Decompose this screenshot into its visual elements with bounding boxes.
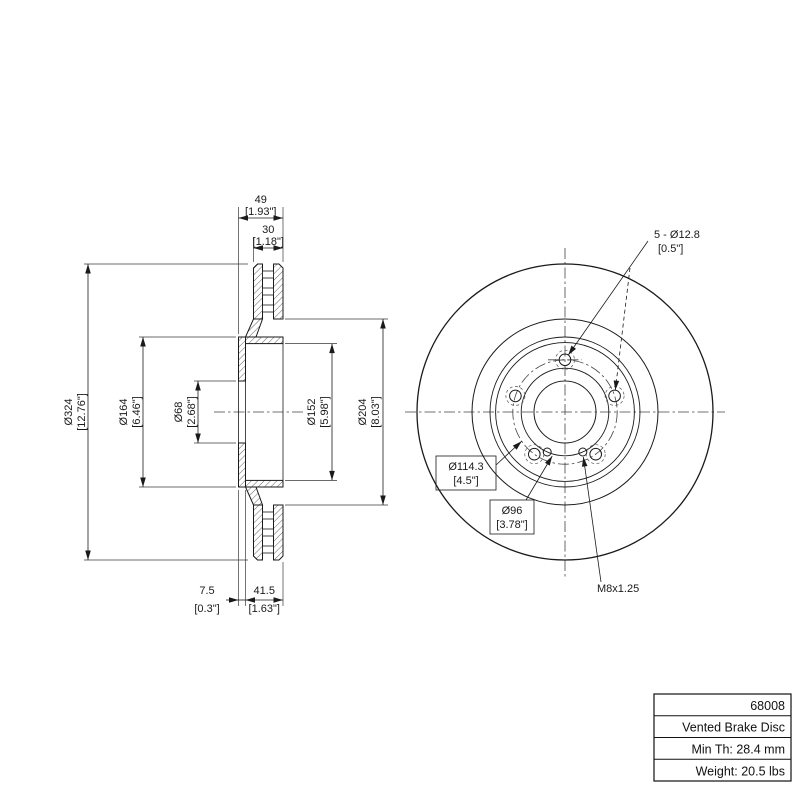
dim-friction-width: 30 [1.18"] [253, 224, 284, 251]
pilot-circle [520, 367, 610, 457]
dim-outer-diameter: Ø324 [12.76"] [63, 264, 91, 560]
dim-bore-diameter-value: Ø68 [173, 402, 185, 423]
label-thread-value: M8x1.25 [597, 583, 639, 595]
outer-diameter-circle [416, 263, 714, 561]
dim-hat-diameter: Ø164 [6.46"] [118, 337, 146, 487]
friction-inner-circle [471, 318, 659, 506]
bolt-circle [512, 359, 618, 465]
label-bolt-circle-inches: [4.5"] [453, 475, 478, 487]
dim-overall-width-value: 49 [255, 194, 267, 206]
dim-friction-inner-diameter: Ø204 [8.03"] [357, 319, 386, 505]
dim-hat-depth-value: 41.5 [254, 585, 275, 597]
friction-plate-left-bottom [253, 504, 263, 561]
part-number: 68008 [750, 699, 785, 713]
center-bore-circle [533, 380, 597, 444]
dim-hat-diameter-value: Ø164 [118, 399, 130, 426]
label-bolt-circle-box [435, 455, 497, 491]
dim-overall-width: 49 [1.93"] [238, 194, 283, 221]
vent-ribs [262, 270, 274, 554]
dim-flange-thickness-inches: [0.3"] [194, 603, 219, 615]
label-bolt-circle: Ø114.3 [4.5"] [435, 440, 522, 491]
title-block: 68008 Vented Brake Disc Min Th: 28.4 mm … [653, 693, 792, 782]
weight: Weight: 20.5 lbs [696, 765, 785, 779]
dim-bore-diameter: Ø68 [2.68"] [173, 381, 201, 443]
section-view: 49 [1.93"] 30 [1.18"] Ø324 [12.76"] Ø164… [63, 194, 388, 615]
part-description: Vented Brake Disc [682, 721, 785, 735]
mounting-flange-top [238, 336, 246, 382]
label-pilot-diameter-inches: [3.78"] [496, 519, 527, 531]
dim-hat-inner-diameter-value: Ø152 [306, 399, 318, 426]
dim-friction-width-inches: [1.18"] [253, 236, 284, 248]
extension-lines [84, 207, 388, 606]
dim-flange-thickness-value: 7.5 [199, 585, 214, 597]
dim-hat-depth-inches: [1.63"] [249, 603, 280, 615]
dim-hat-diameter-inches: [6.46"] [131, 396, 143, 427]
hat-transition-top [244, 318, 264, 338]
label-bolt-holes-value: 5 - Ø12.8 [654, 229, 700, 241]
mounting-flange-bottom [238, 442, 246, 488]
friction-plate-right-top [273, 263, 284, 320]
label-bolt-holes: 5 - Ø12.8 [0.5"] [567, 229, 700, 391]
front-view: 5 - Ø12.8 [0.5"] Ø114.3 [4.5"] Ø96 [3.78… [405, 229, 725, 595]
dim-flange-thickness: 7.5 [0.3"] [194, 585, 246, 615]
hat-wall-bottom [245, 479, 284, 488]
friction-plate-left-top [253, 263, 263, 320]
label-thread: M8x1.25 [581, 456, 639, 595]
label-pilot-diameter-box [489, 499, 535, 535]
min-thickness: Min Th: 28.4 mm [691, 743, 785, 757]
hat-wall-top [245, 336, 284, 345]
dim-friction-inner-diameter-inches: [8.03"] [370, 396, 382, 427]
dim-outer-diameter-value: Ø324 [63, 399, 75, 426]
dim-friction-inner-diameter-value: Ø204 [357, 399, 369, 426]
dim-overall-width-inches: [1.93"] [245, 206, 276, 218]
label-pilot-diameter: Ø96 [3.78"] [489, 455, 553, 535]
hat-inner-circle [495, 342, 635, 482]
hat-outer-circle [489, 336, 641, 488]
label-pilot-diameter-value: Ø96 [502, 505, 523, 517]
hat-transition-bottom [244, 486, 264, 506]
dim-friction-width-value: 30 [262, 224, 274, 236]
dim-hat-depth: 41.5 [1.63"] [245, 585, 283, 615]
dim-hat-inner-diameter-inches: [5.98"] [319, 396, 331, 427]
label-bolt-circle-value: Ø114.3 [448, 461, 483, 473]
dim-hat-inner-diameter: Ø152 [5.98"] [306, 343, 335, 481]
friction-plate-right-bottom [273, 504, 284, 561]
dim-bore-diameter-inches: [2.68"] [186, 396, 198, 427]
label-bolt-holes-inches: [0.5"] [658, 243, 683, 255]
dim-outer-diameter-inches: [12.76"] [76, 393, 88, 431]
